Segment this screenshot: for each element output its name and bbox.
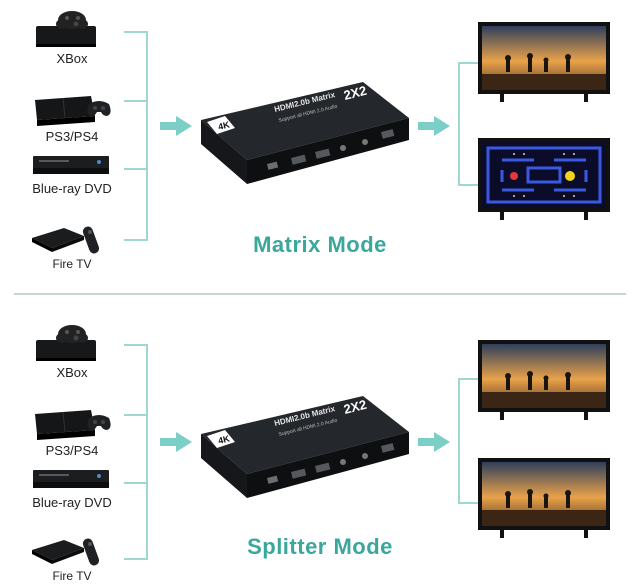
arrow-right-icon — [160, 432, 192, 452]
arrow-right-icon — [160, 116, 192, 136]
matrix-mode-title: Matrix Mode — [253, 232, 387, 257]
playstation-icon — [35, 410, 111, 440]
fire-tv-icon — [32, 226, 100, 254]
source-label-ps4: PS3/PS4 — [45, 129, 99, 144]
tv-sunset-display — [478, 458, 610, 538]
arrow-right-icon — [418, 432, 450, 452]
input-bracket — [124, 344, 148, 560]
tv-arcade-display — [478, 138, 610, 220]
source-bluray: Blue-ray DVD — [22, 466, 122, 510]
tv-sunset-display — [478, 340, 610, 420]
source-bluray: Blue-ray DVD — [22, 152, 122, 196]
section-divider — [14, 293, 626, 295]
splitter-mode-section: XBox PS3/PS4 Blue-ray DVD Fire T — [0, 300, 640, 586]
input-tick — [124, 414, 146, 416]
output-bracket — [458, 62, 480, 186]
device-ports: 2X2 — [342, 397, 368, 417]
device-logo: 4K — [217, 433, 231, 446]
matrix-mode-section: XBox PS3/PS4 Blue-ray DVD — [0, 0, 640, 290]
source-xbox: XBox — [22, 318, 122, 380]
xbox-icon — [36, 11, 96, 47]
output-bracket — [458, 378, 480, 504]
source-label-xbox: XBox — [56, 365, 88, 380]
tv-sunset-display — [478, 22, 610, 102]
source-label-ps4: PS3/PS4 — [45, 443, 99, 458]
source-firetv: Fire TV — [22, 220, 122, 271]
hdmi-matrix-switch: 4K HDMI2.0b Matrix 2X2 Support all HDMI … — [201, 82, 409, 184]
source-xbox: XBox — [22, 4, 122, 66]
source-label-firetv: Fire TV — [52, 257, 92, 271]
hdmi-matrix-switch: 4K HDMI2.0b Matrix 2X2 Support all HDMI … — [201, 396, 409, 498]
source-label-bluray: Blue-ray DVD — [32, 181, 112, 196]
input-tick — [124, 100, 146, 102]
bluray-player-icon — [33, 156, 109, 174]
source-firetv: Fire TV — [22, 532, 122, 583]
device-logo: 4K — [217, 119, 231, 132]
source-label-firetv: Fire TV — [52, 569, 92, 583]
arrow-right-icon — [418, 116, 450, 136]
input-tick — [124, 168, 146, 170]
splitter-mode-title: Splitter Mode — [247, 534, 393, 559]
fire-tv-icon — [32, 538, 100, 566]
input-tick — [124, 482, 146, 484]
xbox-icon — [36, 325, 96, 361]
source-ps4: PS3/PS4 — [22, 82, 122, 144]
playstation-icon — [35, 96, 111, 126]
input-bracket — [124, 31, 148, 241]
source-label-bluray: Blue-ray DVD — [32, 495, 112, 510]
bluray-player-icon — [33, 470, 109, 488]
source-ps4: PS3/PS4 — [22, 396, 122, 458]
source-label-xbox: XBox — [56, 51, 88, 66]
device-ports: 2X2 — [342, 83, 368, 103]
